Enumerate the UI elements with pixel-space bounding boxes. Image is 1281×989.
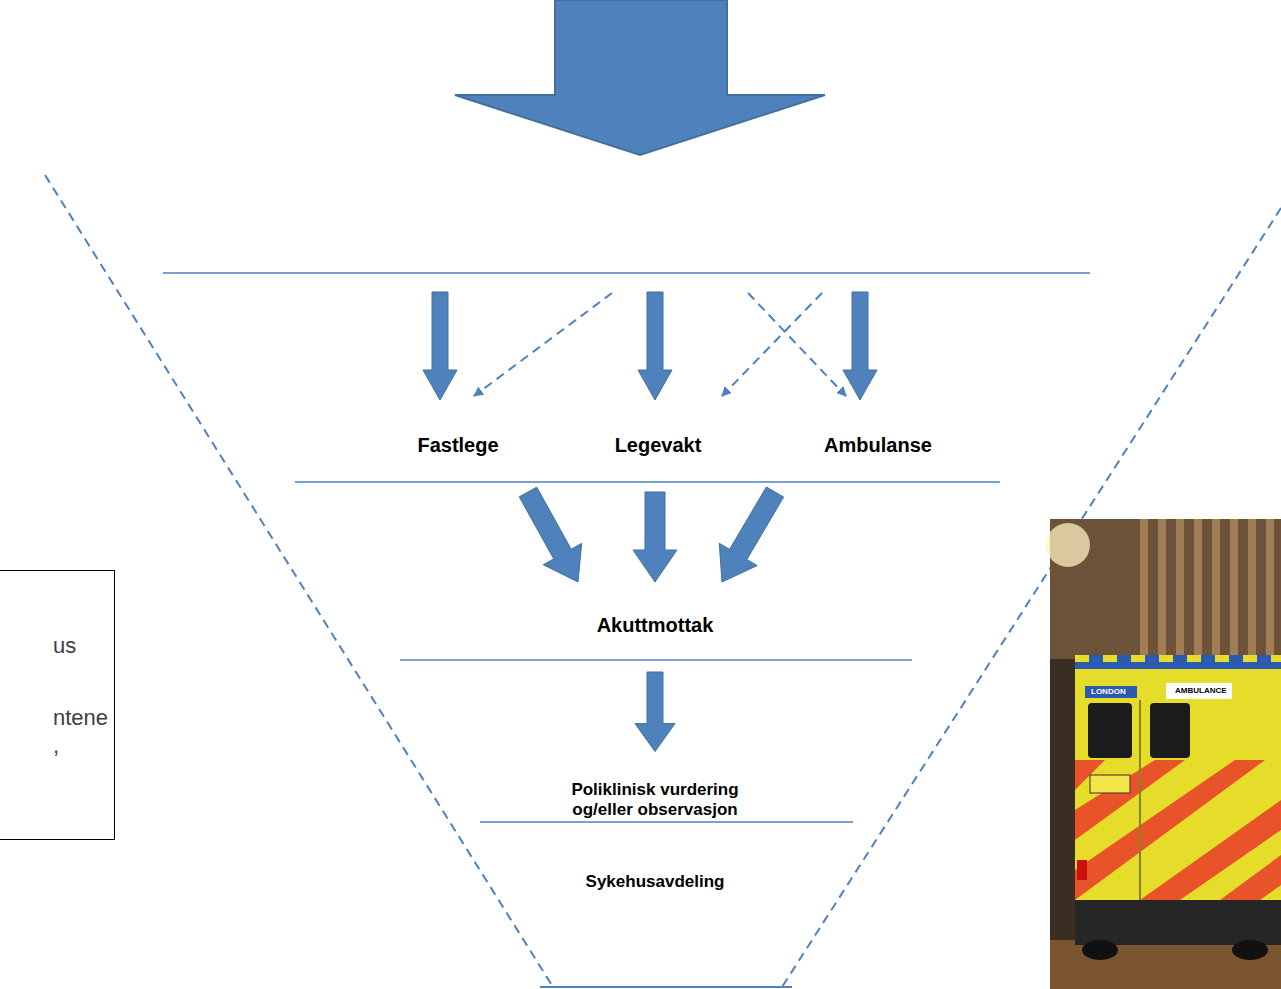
funnel-side [45, 175, 553, 987]
vehicle-lettering: AMBULANCE [1175, 687, 1227, 695]
redirect-arrow [474, 293, 612, 396]
flow-arrow [519, 487, 581, 582]
node-text: ntene [53, 705, 108, 731]
node-text: Ambulanse [824, 433, 932, 457]
entry-arrow [638, 292, 672, 400]
node-text: Legevakt [615, 433, 702, 457]
level-line [400, 659, 912, 661]
redirect-arrow [722, 293, 822, 396]
care-level-label: Poliklinisk vurdering og/eller observasj… [540, 776, 770, 825]
ambulance-photo [1046, 519, 1281, 989]
node-text: , [53, 733, 59, 759]
care-level-label: Fastlege [411, 429, 504, 461]
level-line [163, 272, 1090, 274]
entry-arrow [843, 292, 877, 400]
node-text: Akuttmottak [597, 613, 714, 637]
level-line [295, 481, 1000, 483]
note-box: us ntene, [0, 570, 115, 840]
care-level-label: Akuttmottak [591, 609, 720, 641]
care-level-label: Sykehusavdeling [580, 868, 731, 896]
entry-arrow [423, 292, 457, 400]
vehicle-lettering: LONDON [1091, 688, 1126, 696]
node-text: Poliklinisk vurdering og/eller observasj… [546, 780, 764, 821]
flow-arrow [633, 492, 677, 582]
funnel-bottom [540, 986, 792, 988]
main-arrow [455, 0, 825, 155]
redirect-arrow [748, 293, 846, 396]
node-text: us [53, 633, 76, 659]
node-text: Sykehusavdeling [586, 872, 725, 892]
flow-arrow [635, 672, 675, 752]
node-text: Fastlege [417, 433, 498, 457]
level-line [480, 821, 853, 823]
flow-arrow [719, 487, 783, 582]
care-level-label: Ambulanse [818, 429, 938, 461]
funnel-side [782, 208, 1281, 987]
care-level-label: Legevakt [609, 429, 708, 461]
